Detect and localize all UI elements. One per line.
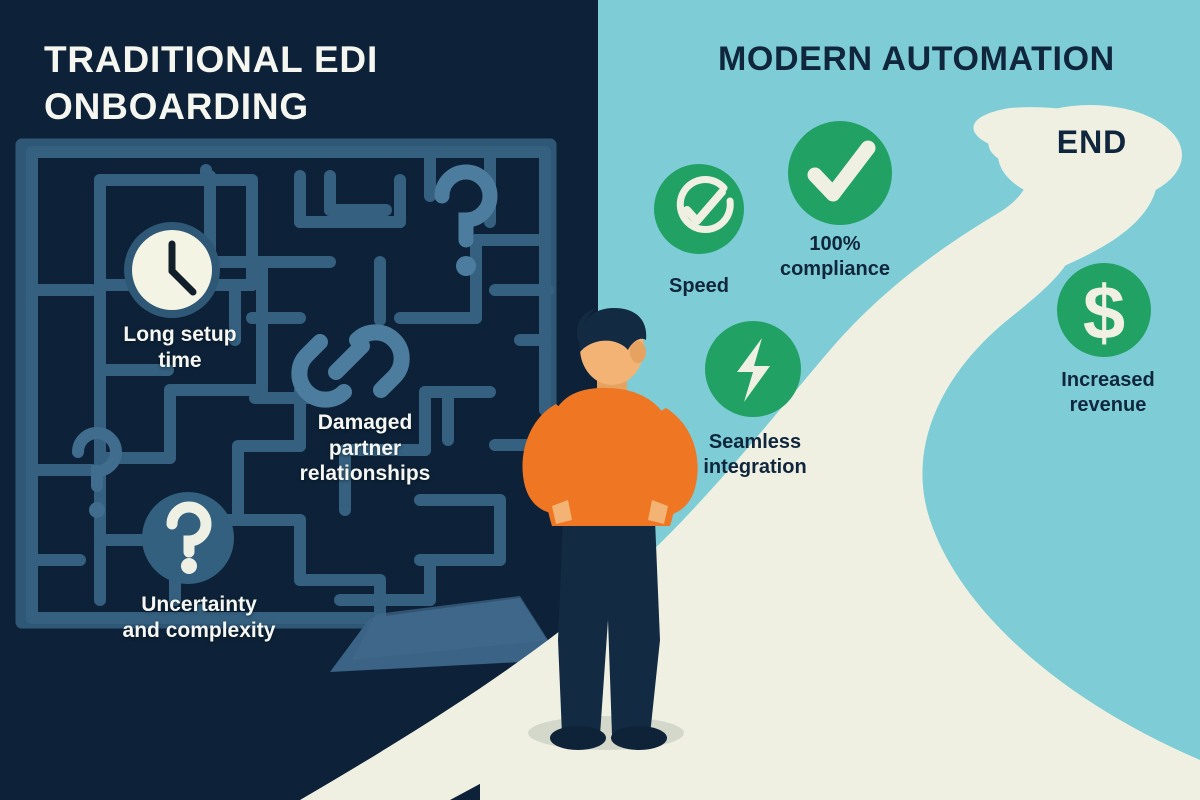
pain-1-line-1: Damaged bbox=[317, 411, 413, 434]
benefit-label-compliance: 100% compliance bbox=[760, 232, 910, 282]
right-panel-title: MODERN AUTOMATION bbox=[718, 40, 1115, 78]
left-panel-title: TRADITIONAL EDI ONBOARDING bbox=[44, 36, 524, 131]
pain-0-line-2: time bbox=[158, 348, 202, 372]
pain-2-line-1: Uncertainty bbox=[141, 593, 257, 616]
pain-point-label-damaged-partner-relationships: Damaged partner relationships bbox=[272, 410, 458, 487]
benefit-label-increased-revenue: Increased revenue bbox=[1038, 368, 1178, 418]
pain-point-label-long-setup-time: Long setup time bbox=[98, 322, 262, 373]
pain-point-label-uncertainty-and-complexity: Uncertainty and complexity bbox=[104, 592, 294, 643]
path-end-label: END bbox=[1056, 124, 1128, 160]
benefit-3-line-2: revenue bbox=[1069, 393, 1147, 416]
benefit-2-line-2: integration bbox=[703, 455, 807, 478]
pain-2-line-2: and complexity bbox=[122, 618, 276, 642]
benefit-1-line-2: compliance bbox=[779, 257, 891, 280]
benefit-label-seamless-integration: Seamless integration bbox=[686, 430, 824, 480]
benefit-0-line-1: Speed bbox=[668, 275, 730, 297]
benefit-label-speed: Speed bbox=[635, 274, 763, 299]
pain-1-line-2: partner bbox=[328, 436, 402, 460]
left-title-line-1: TRADITIONAL EDI bbox=[44, 39, 379, 80]
pain-1-line-3: relationships bbox=[299, 462, 431, 486]
left-title-line-2: ONBOARDING bbox=[44, 86, 309, 128]
benefit-3-line-1: Increased bbox=[1061, 369, 1155, 391]
pain-0-line-1: Long setup bbox=[123, 323, 237, 346]
benefit-2-line-1: Seamless bbox=[708, 431, 802, 453]
benefit-1-line-1: 100% bbox=[809, 233, 861, 255]
